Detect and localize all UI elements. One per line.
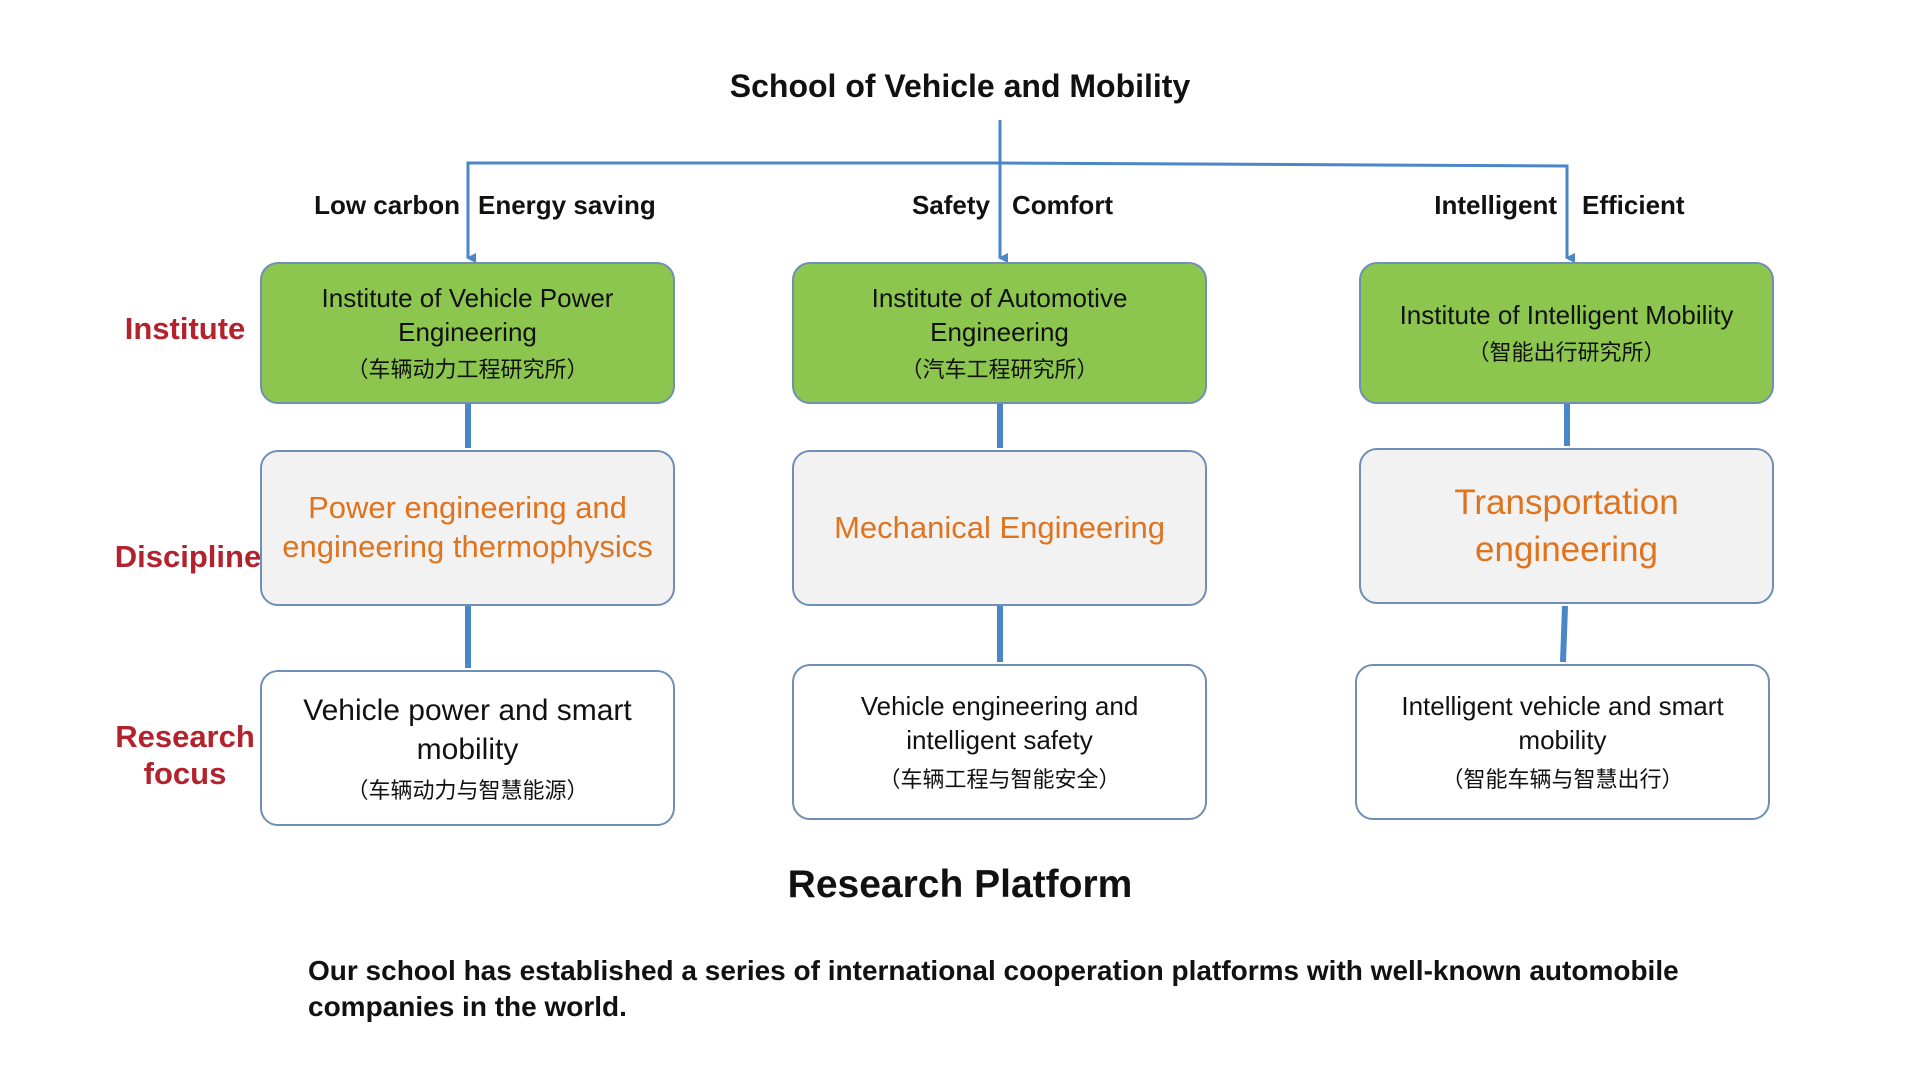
focus-box-vehicle-engineering: Vehicle engineering and intelligent safe… — [792, 664, 1207, 820]
focus-name: Vehicle power and smart mobility — [303, 694, 632, 766]
horizontal-bus-line — [466, 161, 1569, 258]
discipline-name: Transportation engineering — [1454, 482, 1679, 569]
platform-description: Our school has established a series of i… — [308, 955, 1679, 1023]
institute-name-cn: （汽车工程研究所） — [900, 356, 1099, 382]
tag-comfort: Comfort — [1012, 190, 1114, 220]
institute-name: Institute of Intelligent Mobility — [1399, 300, 1734, 331]
discipline-name: Mechanical Engineering — [834, 509, 1165, 545]
discipline-box-power-engineering: Power engineering and engineering thermo… — [260, 450, 675, 606]
institute-name: Institute of Automotive Engineering — [871, 283, 1128, 347]
tag-energy-saving: Energy saving — [478, 190, 656, 220]
link-col3-lower — [1560, 605, 1568, 663]
school-title: School of Vehicle and Mobility — [729, 68, 1191, 104]
institute-name-cn: （智能出行研究所） — [1467, 339, 1666, 365]
focus-box-vehicle-power: Vehicle power and smart mobility （车辆动力与智… — [260, 670, 675, 826]
institute-name-cn: （车辆动力工程研究所） — [346, 356, 589, 382]
institute-box-automotive: Institute of Automotive Engineering （汽车工… — [792, 262, 1207, 404]
row-label-institute: Institute — [124, 311, 246, 346]
row-label-discipline: Discipline — [114, 539, 262, 574]
focus-name-cn: （车辆动力与智慧能源） — [346, 778, 589, 803]
discipline-name: Power engineering and engineering thermo… — [282, 490, 653, 564]
focus-name: Intelligent vehicle and smart mobility — [1401, 691, 1724, 755]
institute-box-intelligent-mobility: Institute of Intelligent Mobility （智能出行研… — [1359, 262, 1774, 404]
platform-title: Research Platform — [787, 863, 1133, 906]
focus-name: Vehicle engineering and intelligent safe… — [860, 691, 1139, 755]
institute-box-vehicle-power: Institute of Vehicle Power Engineering （… — [260, 262, 675, 404]
tag-safety: Safety — [911, 190, 990, 220]
focus-name-cn: （车辆工程与智能安全） — [878, 766, 1121, 792]
tag-low-carbon: Low carbon — [314, 190, 460, 220]
institute-name: Institute of Vehicle Power Engineering — [321, 283, 614, 347]
tag-intelligent: Intelligent — [1434, 190, 1557, 220]
discipline-box-mechanical: Mechanical Engineering — [792, 450, 1207, 606]
focus-name-cn: （智能车辆与智慧出行） — [1441, 766, 1684, 792]
discipline-box-transportation: Transportation engineering — [1359, 448, 1774, 604]
row-label-research-focus: Research focus — [115, 719, 255, 792]
tag-efficient: Efficient — [1582, 190, 1685, 220]
focus-box-intelligent-vehicle: Intelligent vehicle and smart mobility （… — [1355, 664, 1770, 820]
